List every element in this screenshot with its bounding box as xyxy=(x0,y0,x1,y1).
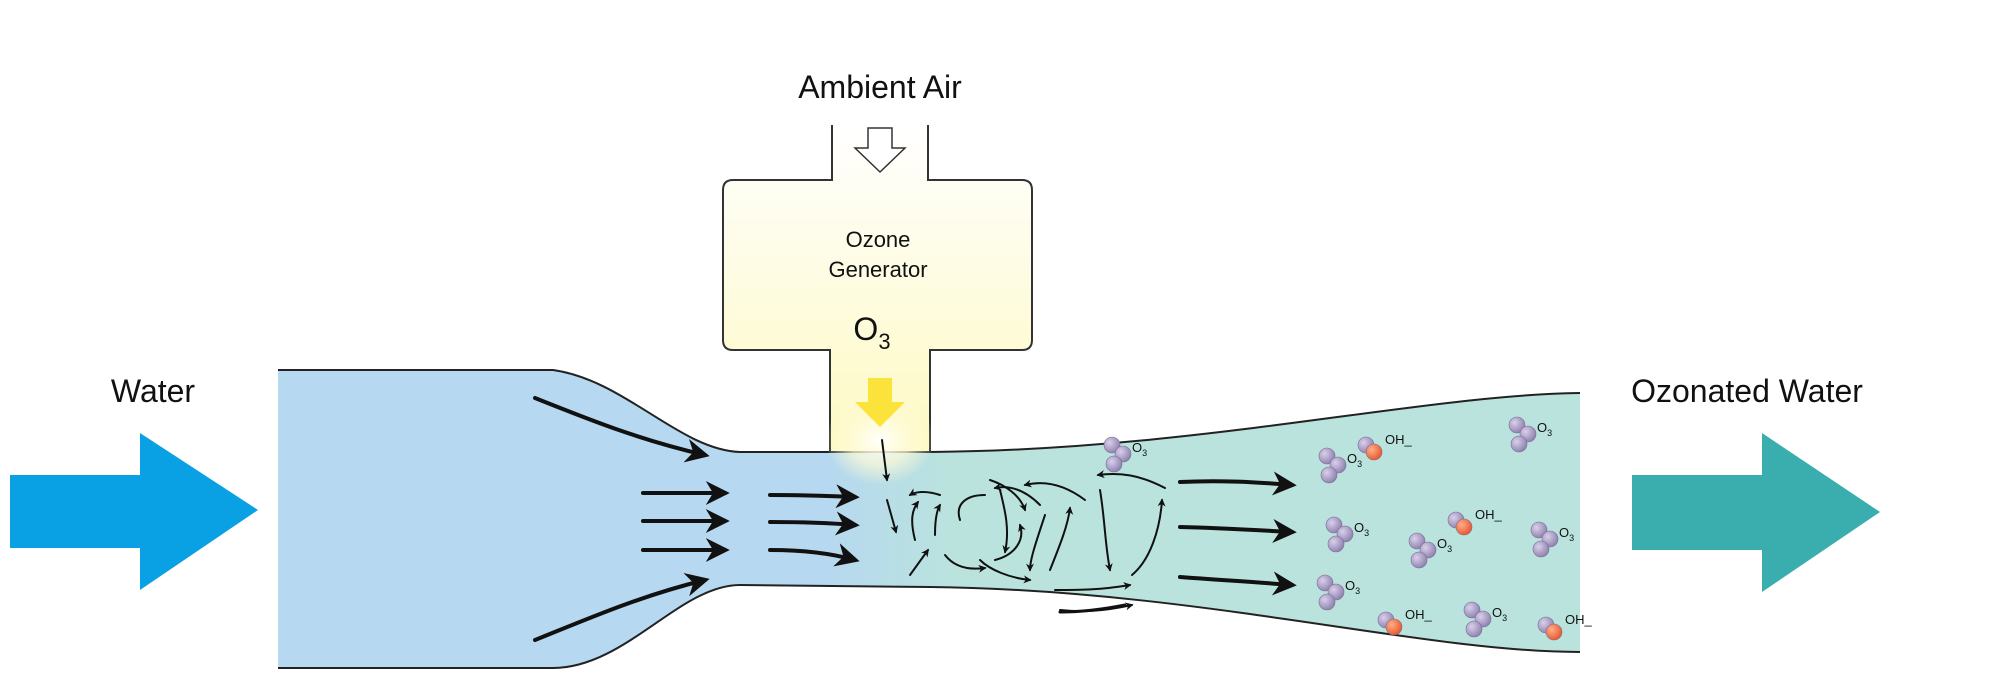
ozone-molecule-label: O3 xyxy=(1492,605,1507,623)
hydroxyl-molecule: OH_ xyxy=(1357,432,1413,461)
ozone-molecule: O3 xyxy=(1103,436,1147,473)
turbulence-arrows xyxy=(881,439,1166,613)
ozone-atom xyxy=(1103,436,1121,454)
ozone-atom xyxy=(1532,540,1550,558)
ozone-atom xyxy=(1408,532,1426,550)
hydroxyl-molecule-label: OH_ xyxy=(1385,432,1413,447)
pipe-top-wall xyxy=(278,369,1581,453)
ozone-atom xyxy=(1105,455,1123,473)
ozone-glow xyxy=(825,395,935,485)
ozone-molecule-label: O3 xyxy=(1345,578,1360,596)
ozonated-water-label: Ozonated Water xyxy=(1631,373,1863,409)
ozone-molecule-label: O3 xyxy=(1537,420,1552,438)
ozone-atom xyxy=(1510,435,1528,453)
ozone-molecule-label: O3 xyxy=(1354,520,1369,538)
outlet-flow-arrows xyxy=(1058,471,1297,614)
hydroxyl-molecule-label: OH_ xyxy=(1405,607,1433,622)
water-label: Water xyxy=(111,373,196,409)
ozone-molecule-label: O3 xyxy=(1559,525,1574,543)
ozone-molecule: O3 xyxy=(1316,574,1360,611)
ozone-symbol: O3 xyxy=(853,311,890,354)
ozone-atom xyxy=(1318,447,1336,465)
venturi-pipe xyxy=(278,370,1580,668)
generator-label-line1: Ozone xyxy=(846,227,911,252)
hydroxyl-oxygen-atom xyxy=(1455,518,1473,536)
ozone-atom xyxy=(1465,620,1483,638)
ozone-atom xyxy=(1410,551,1428,569)
ozone-molecule: O3 xyxy=(1408,532,1452,569)
hydroxyl-molecule-label: OH_ xyxy=(1565,612,1593,627)
ozone-molecule: O3 xyxy=(1508,416,1552,453)
inlet-flow-arrows xyxy=(533,396,860,642)
hydroxyl-oxygen-atom xyxy=(1385,618,1403,636)
outlet-arrow xyxy=(1632,433,1880,592)
generator-label-line2: Generator xyxy=(828,257,927,282)
hydroxyl-oxygen-atom xyxy=(1365,443,1383,461)
pipe-bottom-wall xyxy=(278,583,1581,669)
ozone-atom xyxy=(1320,466,1338,484)
ozone-atom xyxy=(1508,416,1526,434)
ozone-atom xyxy=(1325,516,1343,534)
ozone-atom xyxy=(1530,521,1548,539)
ozone-molecule-label: O3 xyxy=(1132,440,1147,458)
ozone-molecule-label: O3 xyxy=(1437,536,1452,554)
ozone-atom xyxy=(1327,535,1345,553)
ambient-air-arrow xyxy=(853,127,907,174)
ambient-air-label: Ambient Air xyxy=(798,69,962,105)
water-inlet-arrow xyxy=(10,433,258,590)
ozone-molecule-label: O3 xyxy=(1347,451,1362,469)
hydroxyl-molecule-label: OH_ xyxy=(1475,507,1503,522)
ozone-atom xyxy=(1318,593,1336,611)
ozone-atom xyxy=(1463,601,1481,619)
hydroxyl-molecule: OH_ xyxy=(1377,607,1433,636)
ozone-molecule: O3 xyxy=(1318,447,1362,484)
hydroxyl-molecule: OH_ xyxy=(1537,612,1593,641)
hydroxyl-oxygen-atom xyxy=(1545,623,1563,641)
ozone-atom xyxy=(1316,574,1334,592)
ozone-molecule: O3 xyxy=(1530,521,1574,558)
ozone-injection-arrow xyxy=(855,378,905,427)
ozone-molecule: O3 xyxy=(1463,601,1507,638)
ozone-molecule: O3 xyxy=(1325,516,1369,553)
hydroxyl-molecule: OH_ xyxy=(1447,507,1503,536)
